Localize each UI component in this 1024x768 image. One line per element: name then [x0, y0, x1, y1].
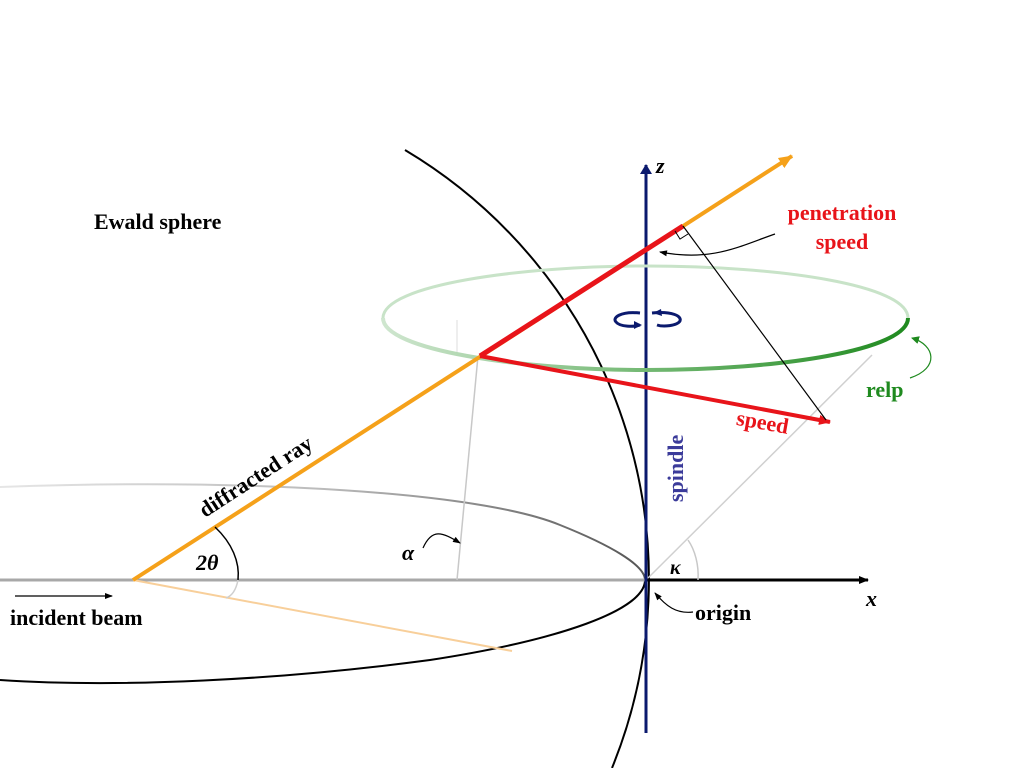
- kappa-label: κ: [670, 557, 681, 579]
- kappa-arc: [687, 539, 699, 581]
- vertical-guide: [456, 355, 479, 581]
- ewald-sphere-outline: [404, 149, 650, 768]
- incident-beam-label: incident beam: [10, 605, 143, 630]
- diffracted-ray-label: diffracted ray: [194, 430, 317, 522]
- rotation-arrow-left-icon: [613, 311, 641, 328]
- alpha-leader: [422, 533, 461, 549]
- spindle-label: spindle: [663, 435, 688, 502]
- relp-ring-back: [381, 264, 910, 319]
- relp-leader: [909, 336, 932, 379]
- penetration-speed-vector: [478, 223, 685, 359]
- two-theta-arc-faint: [225, 579, 239, 599]
- x-axis-label: x: [865, 586, 877, 611]
- z-axis-label: z: [655, 153, 665, 178]
- speed-label: speed: [735, 405, 791, 439]
- penetration-speed-label-line1: penetration: [788, 200, 897, 225]
- ewald-equator-far: [0, 483, 646, 581]
- ray-projection: [132, 579, 513, 652]
- right-angle-marker: [674, 230, 689, 240]
- penetration-speed-label-line2: speed: [816, 229, 869, 254]
- rotation-arrowhead-left-icon: [634, 321, 642, 329]
- rotation-arrowhead-right-icon: [653, 309, 662, 316]
- alpha-label: α: [402, 540, 415, 565]
- origin-leader: [654, 592, 694, 613]
- ewald-equator-near: [0, 579, 646, 685]
- perpendicular-line: [682, 225, 827, 421]
- two-theta-label: 2θ: [195, 550, 219, 575]
- rotation-arrow-right-icon: [651, 311, 682, 328]
- origin-label: origin: [695, 600, 751, 625]
- relp-ring-front: [381, 317, 910, 373]
- speed-vector: [479, 354, 831, 425]
- relp-label: relp: [866, 377, 903, 402]
- kappa-guide: [647, 354, 873, 579]
- ewald-sphere-label: Ewald sphere: [94, 209, 222, 234]
- penetration-leader: [659, 233, 776, 257]
- two-theta-arc: [214, 526, 240, 581]
